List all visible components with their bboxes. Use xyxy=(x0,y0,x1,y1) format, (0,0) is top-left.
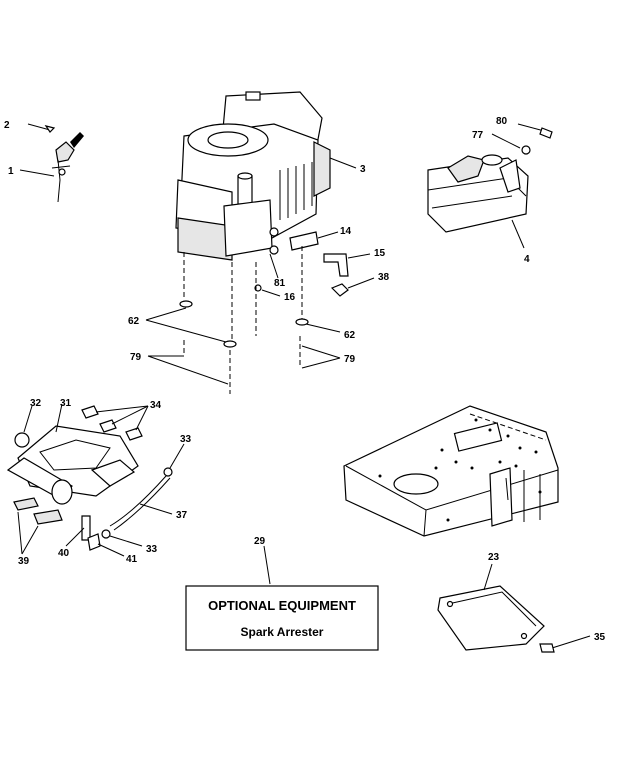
callout-15: 15 xyxy=(374,248,386,259)
callout-1: 1 xyxy=(8,166,14,177)
shield-part xyxy=(437,563,591,653)
optional-equipment-title: OPTIONAL EQUIPMENT xyxy=(208,598,356,613)
callout-35: 35 xyxy=(594,632,606,643)
callout-labels: 2 1 3 80 77 4 14 15 38 81 16 62 62 79 79… xyxy=(4,116,606,643)
callout-62-right: 62 xyxy=(344,330,356,341)
chassis-plate xyxy=(343,405,559,537)
callout-81: 81 xyxy=(274,278,286,289)
callout-23: 23 xyxy=(488,552,500,563)
callout-3: 3 xyxy=(360,164,366,175)
callout-41: 41 xyxy=(126,554,138,565)
muffler xyxy=(427,123,553,249)
mount-hardware xyxy=(145,231,375,394)
callout-29: 29 xyxy=(254,536,266,547)
optional-equipment-subtitle: Spark Arrester xyxy=(241,625,324,639)
callout-31: 31 xyxy=(60,398,72,409)
callout-33-upper: 33 xyxy=(180,434,192,445)
callout-line-29 xyxy=(263,545,271,585)
engine xyxy=(175,91,357,261)
callout-4: 4 xyxy=(524,254,530,265)
callout-33-lower: 33 xyxy=(146,544,158,555)
callout-38: 38 xyxy=(378,272,390,283)
optional-equipment-box: OPTIONAL EQUIPMENT Spark Arrester xyxy=(185,585,379,651)
callout-37: 37 xyxy=(176,510,188,521)
callout-79-left: 79 xyxy=(130,352,142,363)
callout-77: 77 xyxy=(472,130,484,141)
callout-16: 16 xyxy=(284,292,296,303)
callout-62-left: 62 xyxy=(128,316,140,327)
spark-arrester-kit xyxy=(6,403,185,557)
callout-80: 80 xyxy=(496,116,508,127)
callout-2: 2 xyxy=(4,120,10,131)
callout-34: 34 xyxy=(150,400,162,411)
callout-39: 39 xyxy=(18,556,30,567)
throttle-control xyxy=(19,123,84,203)
callout-79-right: 79 xyxy=(344,354,356,365)
callout-32: 32 xyxy=(30,398,42,409)
callout-40: 40 xyxy=(58,548,70,559)
callout-14: 14 xyxy=(340,226,352,237)
